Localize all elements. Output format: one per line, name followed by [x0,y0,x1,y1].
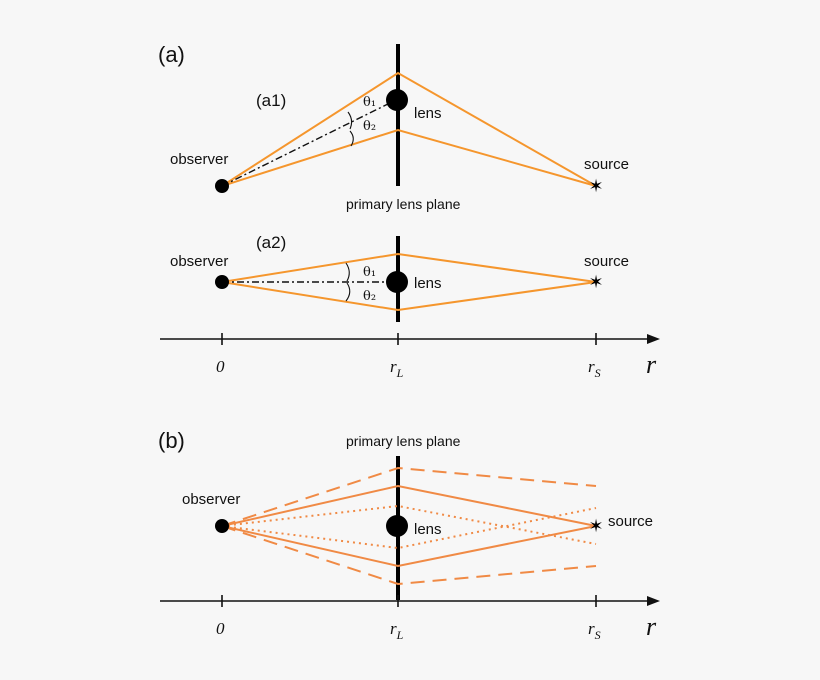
axis-b: 0 rL rS r [160,595,660,642]
angle-arc-theta2-a2 [345,282,351,302]
tick-label-rl-b: rL [390,619,404,642]
observer-label-b: observer [182,491,240,508]
line-of-sight-a1 [221,99,397,187]
source-star-a1: ✶ [588,176,603,196]
lens-label-a1: lens [414,105,442,122]
source-star-b: ✶ [588,516,603,536]
plane-label-b: primary lens plane [346,433,461,449]
panel-a1: (a1) ✶ observer lens source θ₁ θ₂ primar… [170,44,629,212]
ray-dashed-upper-b [221,466,597,527]
tick-label-rs-b: rS [588,619,601,642]
ray-solid-upper-b [221,484,597,527]
lens-label-b: lens [414,521,442,538]
panel-a2: (a2) ✶ observer lens source θ₁ θ₂ [170,233,629,322]
observer-label-a1: observer [170,151,228,168]
axis-a: 0 rL rS r [160,333,660,380]
ray-solid-lower-b [221,525,597,568]
panel-a-label: (a) [158,42,185,67]
theta1-label-a2: θ₁ [363,265,376,280]
ray-lower-a1 [221,128,597,187]
tick-label-0-a: 0 [216,357,225,376]
ray-upper-a2 [221,252,597,283]
observer-label-a2: observer [170,253,228,270]
axis-r-label-b: r [646,612,657,641]
tick-label-rs-a: rS [588,357,601,380]
angle-arc-theta2-a1 [349,130,354,147]
panel-b: (b) primary lens plane ✶ observer lens s… [158,428,653,600]
ray-dashed-lower-b [221,525,597,586]
tick-label-rl-a: rL [390,357,404,380]
axis-arrow-b [647,596,660,606]
angle-arc-theta1-a1 [347,111,353,130]
lens-dot-a1 [386,89,408,111]
plane-label-a1: primary lens plane [346,196,461,212]
source-label-b: source [608,513,653,530]
ray-upper-a1 [221,71,597,187]
ray-lower-a2 [221,281,597,312]
observer-dot-b [215,519,229,533]
source-label-a2: source [584,253,629,270]
theta2-label-a2: θ₂ [363,289,376,304]
ray-dotted-lower-b [221,507,597,550]
axis-arrow-a [647,334,660,344]
tick-label-0-b: 0 [216,619,225,638]
lens-dot-a2 [386,271,408,293]
panel-a1-label: (a1) [256,91,286,110]
panel-b-label: (b) [158,428,185,453]
observer-dot-a2 [215,275,229,289]
observer-dot-a1 [215,179,229,193]
theta1-label-a1: θ₁ [363,95,376,110]
theta2-label-a1: θ₂ [363,119,376,134]
angle-arc-theta1-a2 [345,262,350,282]
panel-a2-label: (a2) [256,233,286,252]
source-star-a2: ✶ [588,272,603,292]
lens-label-a2: lens [414,275,442,292]
axis-r-label-a: r [646,350,657,379]
lens-dot-b [386,515,408,537]
source-label-a1: source [584,156,629,173]
